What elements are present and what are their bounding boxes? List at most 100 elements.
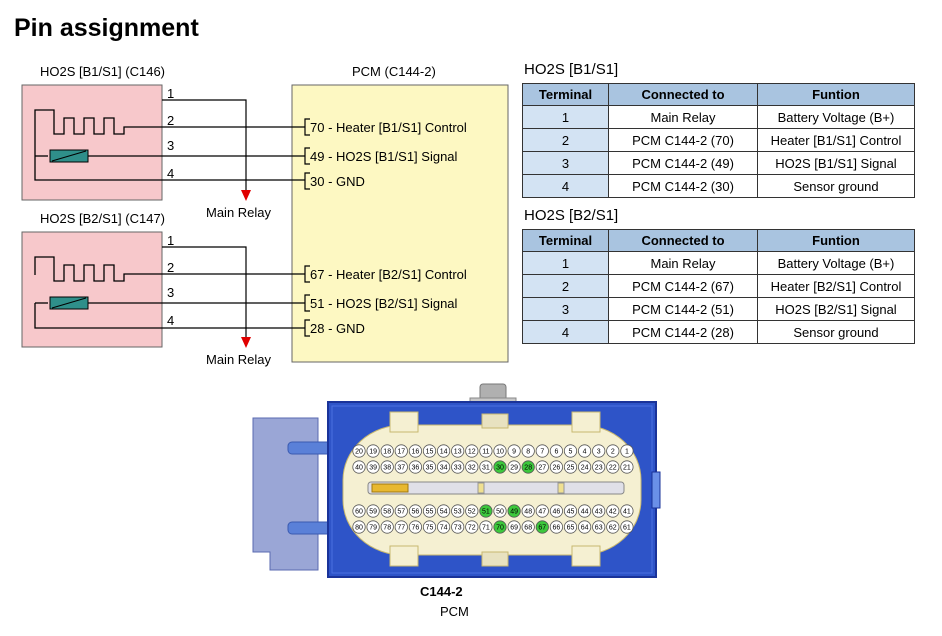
connector-pin bbox=[479, 444, 493, 458]
connector-pin bbox=[408, 520, 422, 534]
connector-pin bbox=[577, 444, 592, 458]
connector-pin-label: 19 bbox=[369, 449, 377, 456]
connector-pin bbox=[422, 504, 437, 518]
connector-pin-label: 24 bbox=[581, 465, 589, 472]
connector-pin-label: 6 bbox=[554, 449, 558, 456]
connector-pin-label: 68 bbox=[524, 525, 532, 532]
table-cell: 3 bbox=[522, 151, 609, 175]
connector-pin bbox=[352, 504, 366, 518]
sensor2-pin-4: 4 bbox=[167, 313, 175, 328]
connector-pin bbox=[592, 460, 606, 474]
table-header-row: Terminal Connected to Funtion bbox=[522, 83, 915, 106]
connector-pin-label: 66 bbox=[553, 525, 561, 532]
table1-title: HO2S [B1/S1] bbox=[524, 61, 619, 78]
connector-pin-label: 61 bbox=[623, 525, 631, 532]
connector-pin bbox=[606, 504, 620, 518]
sensor1-pin-2: 2 bbox=[167, 113, 175, 128]
connector-pin bbox=[577, 520, 592, 534]
wiring-diagram bbox=[21, 84, 509, 363]
sensor1-pin-4: 4 bbox=[167, 166, 175, 181]
table-cell: 1 bbox=[522, 105, 609, 129]
connector-pin-label: 7 bbox=[540, 449, 544, 456]
table-cell: HO2S [B1/S1] Signal bbox=[757, 151, 915, 175]
connector-pin bbox=[437, 444, 451, 458]
connector-pin bbox=[422, 520, 437, 534]
connector-pin bbox=[507, 504, 521, 518]
main-relay-arrow-2 bbox=[241, 337, 251, 348]
sensor2-label: HO2S [B2/S1] (C147) bbox=[40, 211, 165, 226]
connector-pin-label: 72 bbox=[468, 525, 476, 532]
connector-pin bbox=[451, 444, 465, 458]
connector-pin bbox=[549, 444, 563, 458]
connector-pin-label: 70 bbox=[496, 525, 504, 532]
connector-pin bbox=[437, 520, 451, 534]
connector-pin-label: 20 bbox=[355, 449, 363, 456]
connector-pin-label: 44 bbox=[581, 509, 589, 516]
table-header: Funtion bbox=[757, 83, 915, 106]
connector-pin bbox=[493, 460, 507, 474]
connector-pin-label: 5 bbox=[569, 449, 573, 456]
connector-pin bbox=[465, 460, 479, 474]
sensor2-pin-2: 2 bbox=[167, 260, 175, 275]
main-relay-label-2: Main Relay bbox=[206, 352, 272, 367]
connector-pin bbox=[394, 504, 408, 518]
table-row: 3 PCM C144-2 (51) HO2S [B2/S1] Signal bbox=[522, 297, 915, 321]
connector-pin-label: 57 bbox=[397, 509, 405, 516]
connector-pin-label: 54 bbox=[440, 509, 448, 516]
connector-pin bbox=[592, 504, 606, 518]
connector-pin-label: 58 bbox=[383, 509, 391, 516]
connector-pin bbox=[549, 520, 563, 534]
main-relay-arrow-1 bbox=[241, 190, 251, 201]
table-cell: PCM C144-2 (28) bbox=[608, 320, 758, 344]
table-row: 1 Main Relay Battery Voltage (B+) bbox=[522, 105, 915, 129]
pcm-pin-49: 49 - HO2S [B1/S1] Signal bbox=[310, 149, 458, 164]
connector-pin-label: 65 bbox=[567, 525, 575, 532]
connector-pin-label: 27 bbox=[538, 465, 546, 472]
connector-pin-label: 8 bbox=[526, 449, 530, 456]
table-cell: 2 bbox=[522, 274, 609, 298]
connector-pin bbox=[563, 504, 578, 518]
connector-pin bbox=[592, 444, 606, 458]
connector-pin bbox=[465, 444, 479, 458]
connector-pin-label: 42 bbox=[609, 509, 617, 516]
connector-pin-label: 46 bbox=[553, 509, 561, 516]
connector-pin-label: 13 bbox=[454, 449, 462, 456]
connector-pin-label: 31 bbox=[482, 465, 490, 472]
connector-pin bbox=[465, 504, 479, 518]
table-row: 2 PCM C144-2 (70) Heater [B1/S1] Control bbox=[522, 128, 915, 152]
connector-pin-label: 77 bbox=[397, 525, 405, 532]
pcm-label: PCM (C144-2) bbox=[352, 64, 436, 79]
table-header: Terminal bbox=[522, 83, 609, 106]
connector-pin bbox=[493, 444, 507, 458]
connector-pin-label: 80 bbox=[355, 525, 363, 532]
connector-pin bbox=[437, 504, 451, 518]
connector-pin bbox=[479, 520, 493, 534]
connector-pin bbox=[380, 504, 394, 518]
connector-pin-label: 22 bbox=[609, 465, 617, 472]
connector-name: C144-2 bbox=[420, 584, 463, 599]
connector-pin bbox=[451, 504, 465, 518]
connector-pin bbox=[606, 520, 620, 534]
connector-pin-label: 56 bbox=[412, 509, 420, 516]
table-header: Connected to bbox=[608, 229, 758, 252]
connector-pin bbox=[394, 444, 408, 458]
table-cell: Heater [B1/S1] Control bbox=[757, 128, 915, 152]
table-cell: 4 bbox=[522, 320, 609, 344]
pcm-pin-28: 28 - GND bbox=[310, 321, 365, 336]
connector-pin bbox=[620, 504, 634, 518]
connector-pin-label: 41 bbox=[623, 509, 631, 516]
connector-pin-label: 47 bbox=[538, 509, 546, 516]
connector-pin-label: 21 bbox=[623, 465, 631, 472]
table2: Terminal Connected to Funtion 1 Main Rel… bbox=[522, 229, 915, 344]
connector-pin-label: 37 bbox=[397, 465, 405, 472]
connector-pin-label: 73 bbox=[454, 525, 462, 532]
connector-pin bbox=[394, 520, 408, 534]
table-cell: PCM C144-2 (51) bbox=[608, 297, 758, 321]
connector-pin-label: 75 bbox=[426, 525, 434, 532]
connector-pin bbox=[606, 444, 620, 458]
connector-pin-label: 34 bbox=[440, 465, 448, 472]
connector-pin-label: 39 bbox=[369, 465, 377, 472]
pcm-box bbox=[291, 84, 509, 363]
connector-pin bbox=[507, 520, 521, 534]
